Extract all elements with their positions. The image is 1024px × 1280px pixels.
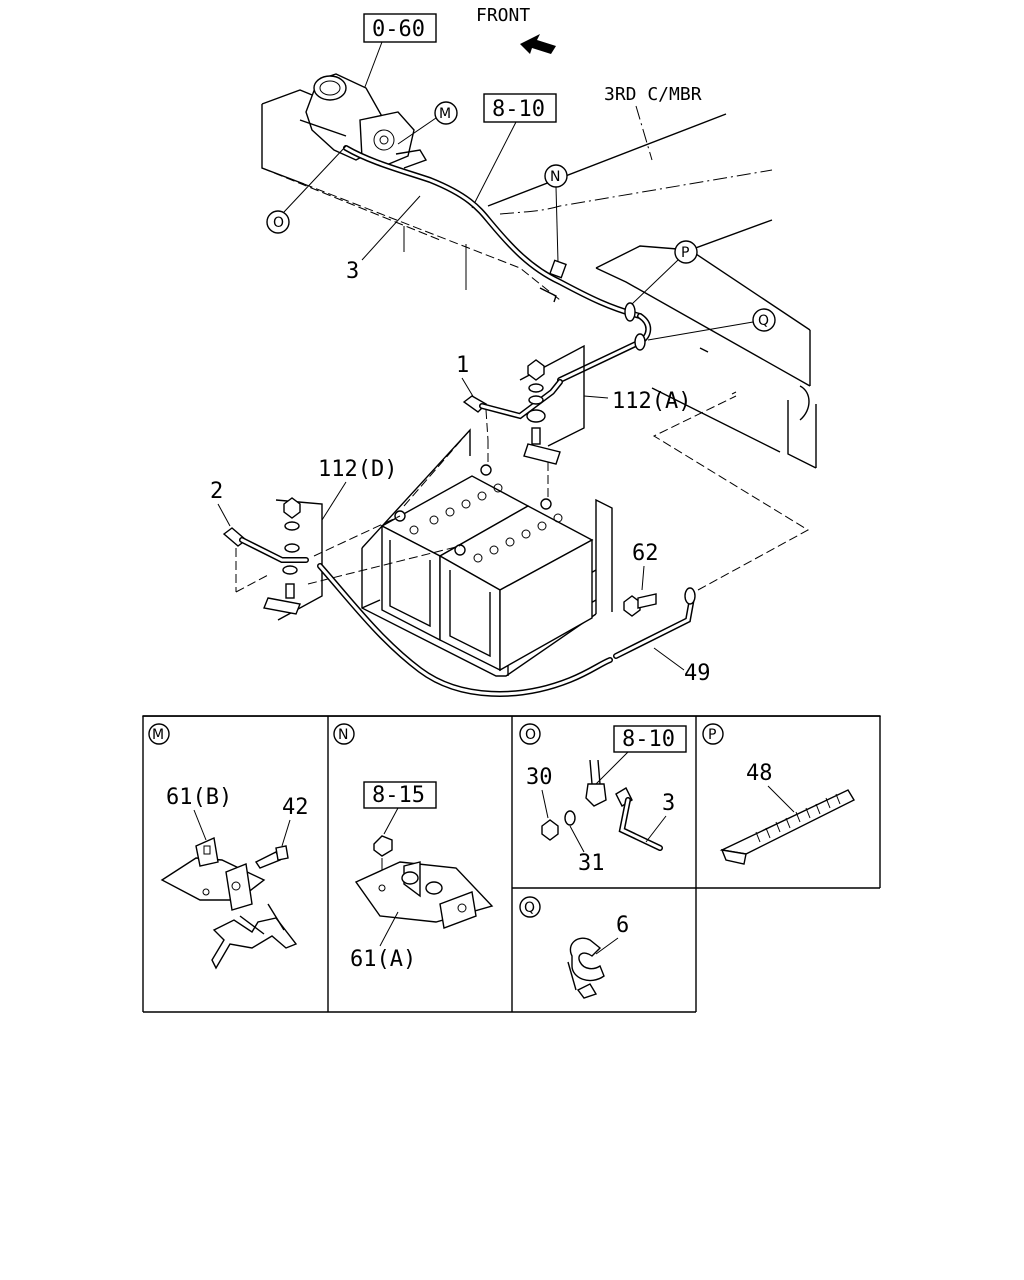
svg-text:61(B): 61(B) bbox=[166, 785, 232, 810]
callout-M: M bbox=[397, 101, 458, 145]
svg-text:48: 48 bbox=[746, 761, 773, 786]
fastener-set-112D: 112(D) bbox=[263, 457, 397, 621]
bolt-62: 62 bbox=[623, 541, 659, 617]
callout-Q: Q bbox=[647, 308, 776, 341]
svg-text:O: O bbox=[273, 215, 284, 231]
svg-text:N: N bbox=[338, 727, 348, 743]
chassis-frame bbox=[261, 89, 817, 469]
front-arrow-icon bbox=[520, 34, 556, 54]
detail-N: N 8-15 61(A) bbox=[333, 723, 494, 972]
ref-0-60-label: 0-60 bbox=[372, 17, 425, 42]
svg-text:P: P bbox=[708, 727, 716, 743]
svg-text:112(D): 112(D) bbox=[318, 457, 397, 482]
front-label: FRONT bbox=[476, 5, 530, 26]
detail-M: M 61(B) 42 bbox=[148, 723, 309, 970]
svg-text:3: 3 bbox=[662, 791, 675, 816]
battery-cable-2: 2 bbox=[210, 479, 309, 593]
crossmember-label: 3RD C/MBR bbox=[604, 84, 702, 105]
starter-motor bbox=[299, 73, 428, 169]
svg-text:31: 31 bbox=[578, 851, 605, 876]
detail-Q: Q 6 bbox=[519, 896, 629, 999]
svg-text:Q: Q bbox=[758, 313, 769, 329]
svg-text:2: 2 bbox=[210, 479, 223, 504]
ref-box-0-60 bbox=[363, 13, 437, 43]
cable-3 bbox=[343, 145, 652, 383]
svg-text:M: M bbox=[439, 106, 451, 122]
svg-text:112(A): 112(A) bbox=[612, 389, 691, 414]
callout-N: N bbox=[544, 164, 568, 263]
svg-text:42: 42 bbox=[282, 795, 309, 820]
ref-box-8-10 bbox=[483, 93, 557, 123]
svg-text:30: 30 bbox=[526, 765, 553, 790]
svg-text:N: N bbox=[550, 169, 560, 185]
detail-O: O 8-10 30 31 3 bbox=[519, 723, 687, 876]
svg-text:61(A): 61(A) bbox=[350, 947, 416, 972]
svg-text:M: M bbox=[152, 727, 164, 743]
svg-text:6: 6 bbox=[616, 913, 629, 938]
svg-text:49: 49 bbox=[684, 661, 711, 686]
svg-text:8-10: 8-10 bbox=[622, 727, 675, 752]
part-3-label: 3 bbox=[346, 259, 359, 284]
callout-P: P bbox=[631, 240, 698, 305]
battery-right bbox=[438, 498, 594, 672]
svg-text:O: O bbox=[525, 727, 536, 743]
ref-8-10-label: 8-10 bbox=[492, 97, 545, 122]
svg-text:P: P bbox=[681, 245, 689, 261]
detail-grid bbox=[142, 715, 881, 1013]
callout-O: O bbox=[266, 145, 347, 234]
detail-P: P 48 bbox=[702, 723, 855, 865]
svg-text:62: 62 bbox=[632, 541, 659, 566]
ground-cable-49: 49 bbox=[317, 563, 711, 697]
svg-text:8-15: 8-15 bbox=[372, 783, 425, 808]
svg-text:Q: Q bbox=[524, 900, 535, 916]
fastener-set-112A: 112(A) bbox=[519, 344, 691, 465]
svg-text:1: 1 bbox=[456, 353, 469, 378]
